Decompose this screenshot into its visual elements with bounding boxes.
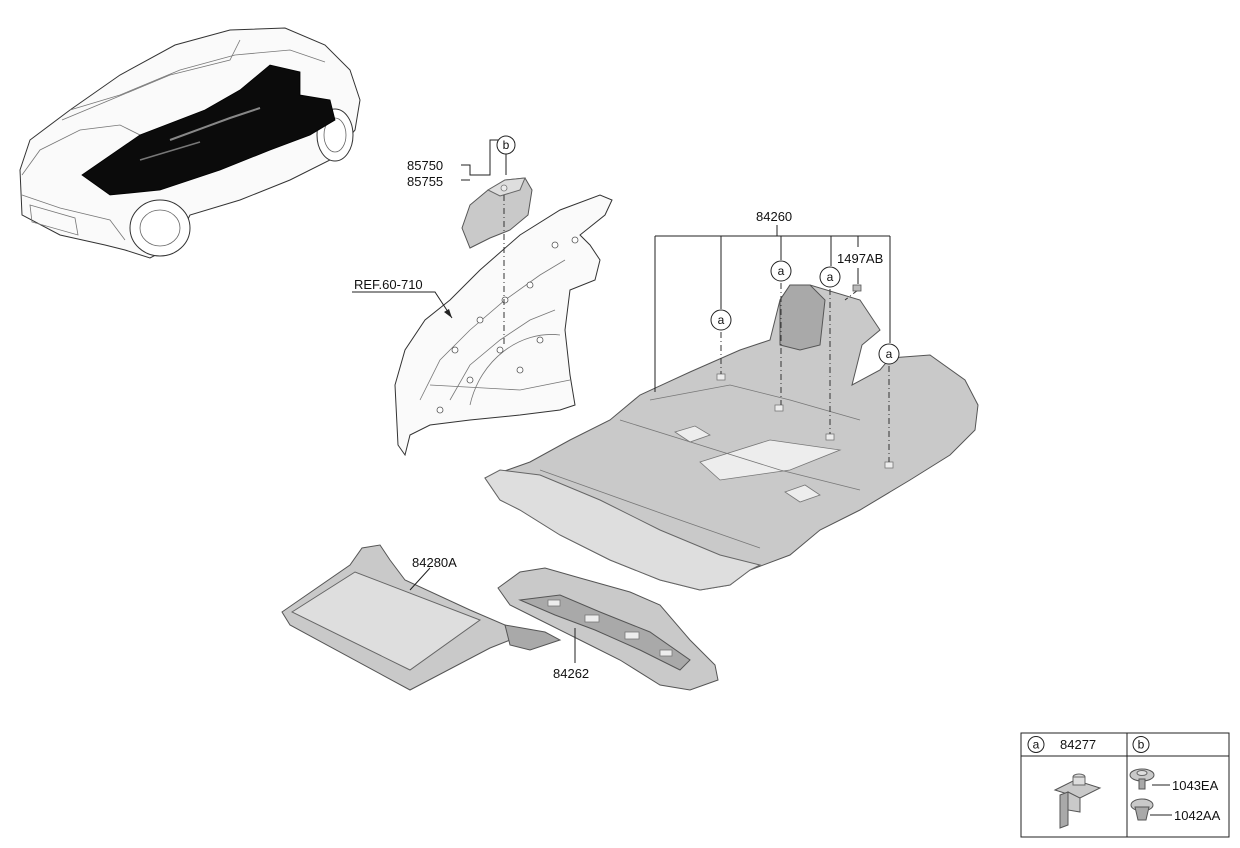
legend-b-part-1043EA: 1043EA (1172, 778, 1219, 793)
legend-callout-b-letter: b (1138, 738, 1145, 752)
vehicle-front-wheel (129, 199, 191, 257)
part-84280A-luggage-covering (281, 544, 562, 691)
vehicle-bumper (21, 194, 126, 241)
svg-text:b: b (503, 138, 510, 152)
vehicle-floor-detail (139, 141, 201, 161)
vehicle-overview (19, 27, 361, 259)
part-85750-clip-hole (500, 184, 508, 192)
callout-a-1: a (710, 309, 732, 331)
legend-a-part-number: 84277 (1060, 737, 1096, 752)
svg-text:a: a (886, 347, 893, 361)
callout-a-2: a (770, 260, 792, 282)
vehicle-front-wheel-rim (139, 209, 181, 247)
part-84260-ridge-1 (539, 469, 761, 549)
part-84280A-top-face (290, 571, 482, 671)
label-84280A: 84280A (412, 555, 457, 570)
vehicle-rear-wheel-rim (323, 117, 347, 153)
rear-body-inner-2 (449, 309, 556, 401)
part-84260-floor-carpet (484, 284, 979, 591)
rear-body-wheel-arch (469, 334, 561, 406)
legend-fastener-1042aa-icon (1130, 798, 1154, 821)
part-85750-shape (461, 177, 533, 249)
vehicle-grille (29, 204, 79, 236)
dash-1497AB (844, 289, 859, 301)
label-85755: 85755 (407, 174, 443, 189)
part-84262-tray (497, 567, 719, 691)
label-ref-60-710: REF.60-710 (354, 277, 423, 292)
label-84262: 84262 (553, 666, 589, 681)
part-84280A-flap (504, 624, 562, 651)
part-1497AB-clip (852, 284, 862, 292)
svg-text:a: a (778, 264, 785, 278)
part-84260-front-lip (484, 469, 762, 591)
rear-body-inner-1 (419, 259, 566, 401)
vehicle-floor-carpet-highlight (81, 64, 336, 196)
label-1497AB: 1497AB (837, 251, 883, 266)
part-84262-holes (547, 599, 673, 657)
svg-text:a: a (718, 313, 725, 327)
rear-body-inner-3 (429, 379, 571, 391)
part-84260-ridge-2 (619, 419, 861, 491)
callout-b-85750: b (496, 135, 516, 155)
label-84260: 84260 (756, 209, 792, 224)
part-84260-seat-pocket-left (674, 425, 711, 443)
legend-border (1020, 732, 1230, 838)
vehicle-windshield (61, 39, 241, 121)
legend-b-part-1042AA: 1042AA (1174, 808, 1221, 823)
ref-arrowhead (444, 309, 452, 318)
svg-text:a: a (827, 270, 834, 284)
part-84260-rear-pad (779, 284, 826, 351)
part-84262-ribs (518, 594, 691, 671)
legend-fastener-1043ea-icon (1129, 768, 1155, 790)
part-85750-insulator (461, 177, 533, 249)
legend-callout-a (1027, 736, 1045, 753)
legend-table: a 84277 b 1043EA 1042AA (1020, 732, 1230, 838)
leader-lines (352, 139, 891, 663)
vehicle-roof-line (69, 49, 326, 111)
rear-body-holes (436, 236, 579, 414)
part-84260-ridge-3 (649, 384, 861, 421)
legend-callout-a-letter: a (1033, 738, 1040, 752)
leader-85750 (461, 139, 500, 176)
vehicle-floor-tunnel-detail (169, 107, 261, 141)
label-85750: 85750 (407, 158, 443, 173)
leader-ref (352, 291, 453, 319)
callout-a-3: a (819, 266, 841, 288)
part-84260-tunnel-cutout (699, 439, 842, 481)
part-84260-seat-pocket-right (784, 484, 821, 503)
callout-a-4: a (878, 343, 900, 365)
legend-clip-84277-icon (1053, 773, 1102, 829)
leader-84280A (409, 567, 431, 591)
legend-callout-b (1132, 736, 1150, 753)
